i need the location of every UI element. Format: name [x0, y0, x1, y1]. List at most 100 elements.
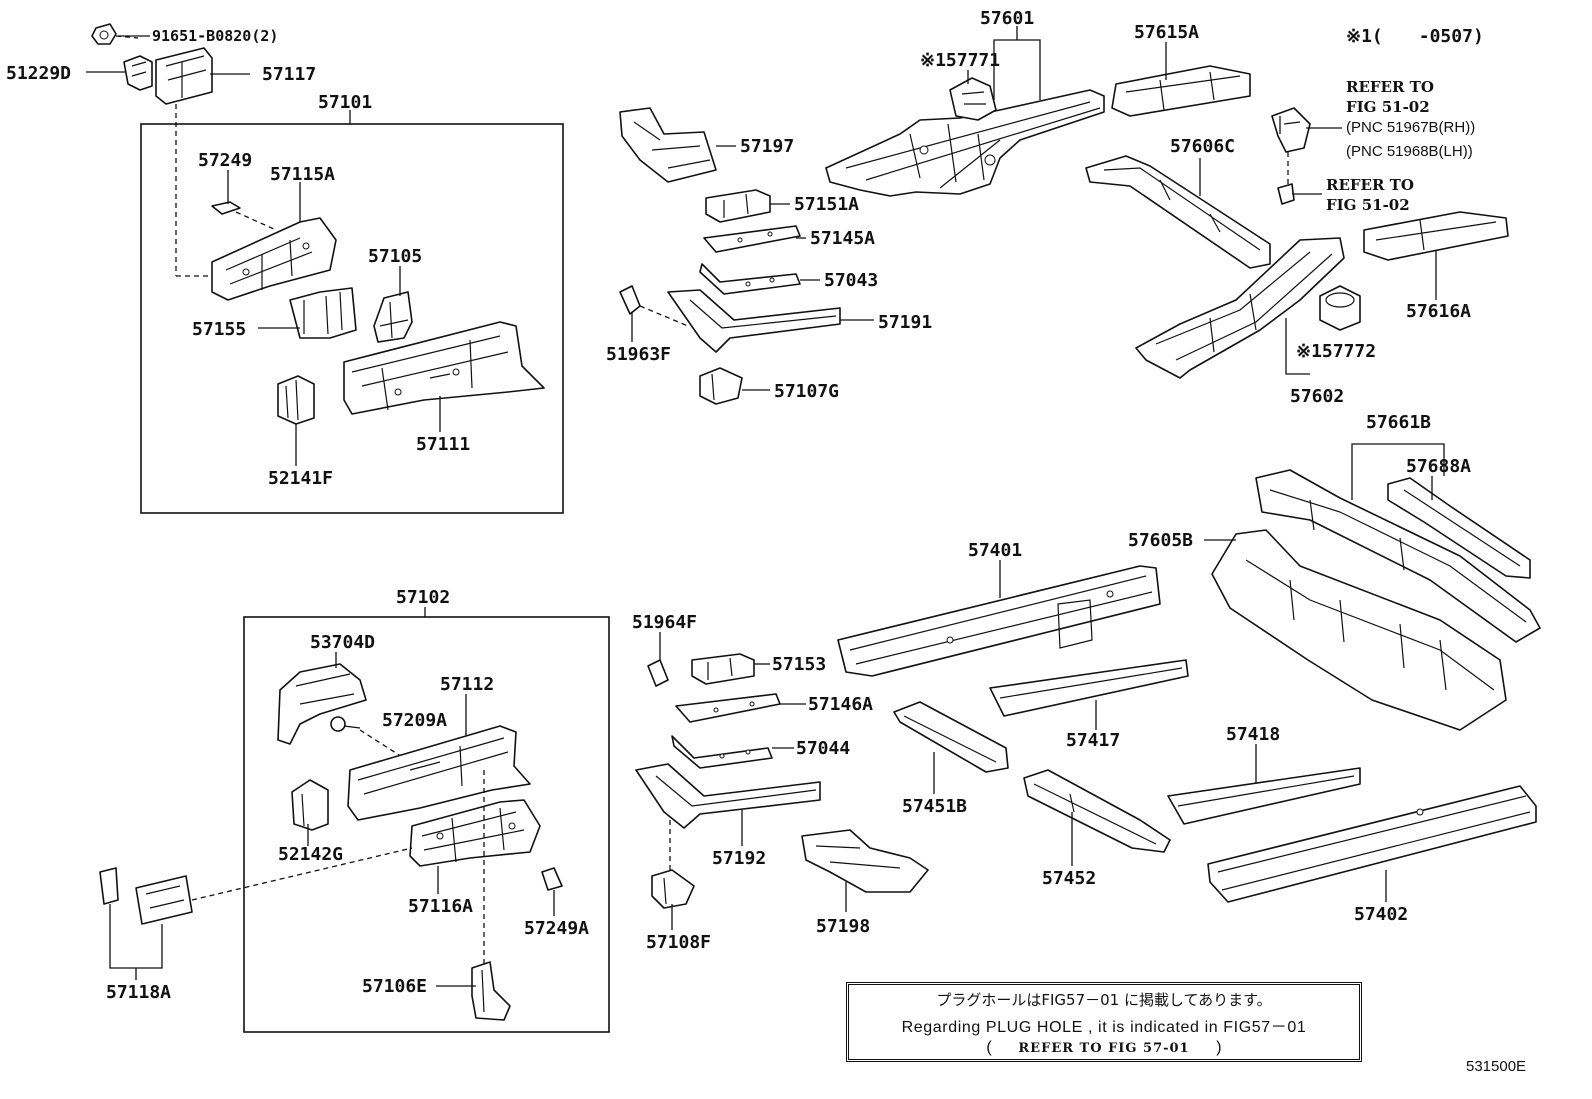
label-57418: 57418	[1226, 724, 1280, 745]
label-52141F: 52141F	[268, 468, 333, 489]
label-57118A: 57118A	[106, 982, 171, 1003]
part-57616A-rail[interactable]	[1363, 211, 1509, 261]
label-57615A: 57615A	[1134, 22, 1199, 43]
label-52142G: 52142G	[278, 844, 343, 865]
group-box-57102	[243, 616, 610, 1033]
label-57117: 57117	[262, 64, 316, 85]
label-57249: 57249	[198, 150, 252, 171]
label-51229D: 51229D	[6, 63, 71, 84]
part-57688A-rail[interactable]	[1387, 477, 1531, 579]
label-57115A: 57115A	[270, 164, 335, 185]
part-57451B-crossmember[interactable]	[893, 701, 1009, 773]
part-57197-panel[interactable]	[619, 107, 717, 183]
part-57112-side-member[interactable]	[347, 725, 531, 821]
reference-notes: REFER TO FIG 51-02 (PNC 51967B(RH)) (PNC…	[1292, 78, 1475, 214]
part-57191-rail[interactable]	[667, 289, 841, 353]
part-bracket-refer-51-02[interactable]	[1271, 107, 1311, 205]
part-57116A-panel[interactable]	[409, 770, 541, 980]
catalog-code: 531500E	[1466, 1058, 1527, 1075]
label-57197: 57197	[740, 136, 794, 157]
part-53704D-bracket[interactable]	[277, 663, 367, 745]
part-57155-bracket[interactable]	[289, 287, 357, 339]
part-57106E-bracket[interactable]	[471, 961, 511, 1021]
part-57117-bracket[interactable]	[155, 47, 213, 277]
group-box-57101	[140, 123, 564, 514]
note-open-paren: (	[986, 1039, 992, 1056]
part-57417-reinforcement[interactable]	[989, 659, 1189, 717]
refer-to-text-1: REFER TO	[1346, 78, 1434, 96]
label-57688A: 57688A	[1406, 456, 1471, 477]
part-57192-rail[interactable]	[635, 763, 821, 872]
part-57615A-rail[interactable]	[1111, 65, 1251, 117]
part-57401-crossmember[interactable]	[837, 565, 1161, 677]
note-refer-line: ( REFER TO FIG 57-01 )	[849, 1039, 1359, 1057]
leader-lines	[86, 26, 1445, 987]
label-157771: ※157771	[920, 50, 1000, 71]
part-57111-side-member[interactable]	[343, 321, 545, 415]
part-51229D-clip[interactable]	[123, 55, 153, 91]
part-57151A-bracket[interactable]	[705, 189, 771, 223]
label-57191: 57191	[878, 312, 932, 333]
part-57418-reinforcement[interactable]	[1167, 767, 1361, 825]
part-57661B-rear-rail[interactable]	[1255, 469, 1541, 643]
label-57101: 57101	[318, 92, 372, 113]
part-57452-crossmember[interactable]	[1023, 769, 1171, 853]
label-51963F: 51963F	[606, 344, 671, 365]
part-57107G-bracket[interactable]	[699, 367, 743, 405]
label-57606C: 57606C	[1170, 136, 1235, 157]
label-57116A: 57116A	[408, 896, 473, 917]
part-57249-plate[interactable]	[211, 201, 277, 231]
label-57151A: 57151A	[794, 194, 859, 215]
part-51964F-gusset[interactable]	[647, 659, 669, 687]
part-91651-bolt[interactable]	[91, 23, 139, 45]
note-close-paren: )	[1216, 1039, 1222, 1056]
refer-to-text-2: REFER TO	[1326, 176, 1414, 194]
part-57602-rail-assembly[interactable]	[1135, 237, 1345, 379]
plug-hole-note: プラグホールはFIG57－01 に掲載してあります。 Regarding PLU…	[846, 982, 1362, 1062]
part-52141F-bracket[interactable]	[277, 375, 315, 425]
part-157772-mount[interactable]	[1319, 285, 1361, 331]
part-57601-rail-assembly[interactable]	[825, 89, 1105, 197]
label-57661B: 57661B	[1366, 412, 1431, 433]
label-57108F: 57108F	[646, 932, 711, 953]
part-57606C-rail[interactable]	[1085, 155, 1271, 269]
label-57105: 57105	[368, 246, 422, 267]
part-57044-plate[interactable]	[671, 735, 773, 769]
note-english-line: Regarding PLUG HOLE , it is indicated in…	[901, 1019, 1307, 1036]
part-57198-panel[interactable]	[801, 829, 929, 893]
part-57105-bracket[interactable]	[373, 291, 413, 343]
label-57043: 57043	[824, 270, 878, 291]
part-57402-crossmember[interactable]	[1207, 785, 1537, 903]
part-52142G-bracket[interactable]	[291, 779, 329, 831]
label-57601: 57601	[980, 8, 1034, 29]
label-91651: 91651-B0820(2)	[152, 27, 278, 45]
label-57112: 57112	[440, 674, 494, 695]
part-157771-mount[interactable]	[949, 77, 997, 121]
label-51964F: 51964F	[632, 612, 697, 633]
part-57145A-plate[interactable]	[703, 225, 801, 253]
part-51963F-gusset[interactable]	[619, 285, 689, 327]
label-57198: 57198	[816, 916, 870, 937]
fig-ref-text-1: FIG 51-02	[1346, 98, 1430, 116]
part-57115A-panel[interactable]	[211, 217, 337, 301]
part-57153-bracket[interactable]	[691, 653, 755, 685]
part-57043-plate[interactable]	[699, 263, 801, 295]
label-57402: 57402	[1354, 904, 1408, 925]
part-57605B-rear-floor[interactable]	[1211, 529, 1507, 731]
part-57249A-plate[interactable]	[541, 867, 563, 891]
label-header-note: ※1( -0507)	[1346, 26, 1484, 47]
label-57616A: 57616A	[1406, 301, 1471, 322]
label-57145A: 57145A	[810, 228, 875, 249]
part-57146A-plate[interactable]	[675, 693, 781, 723]
label-57602: 57602	[1290, 386, 1344, 407]
part-labels: ※1( -0507) 91651-B0820(2) 51229D 57117 5…	[6, 8, 1484, 1003]
part-57118A-bracket[interactable]	[99, 847, 413, 925]
label-57146A: 57146A	[808, 694, 873, 715]
label-57451B: 57451B	[902, 796, 967, 817]
label-57044: 57044	[796, 738, 850, 759]
part-57108F-bracket[interactable]	[651, 869, 695, 909]
pnc-lh-text: (PNC 51968B(LH))	[1346, 143, 1473, 160]
label-57192: 57192	[712, 848, 766, 869]
label-57452: 57452	[1042, 868, 1096, 889]
fig-ref-text-2: FIG 51-02	[1326, 196, 1410, 214]
